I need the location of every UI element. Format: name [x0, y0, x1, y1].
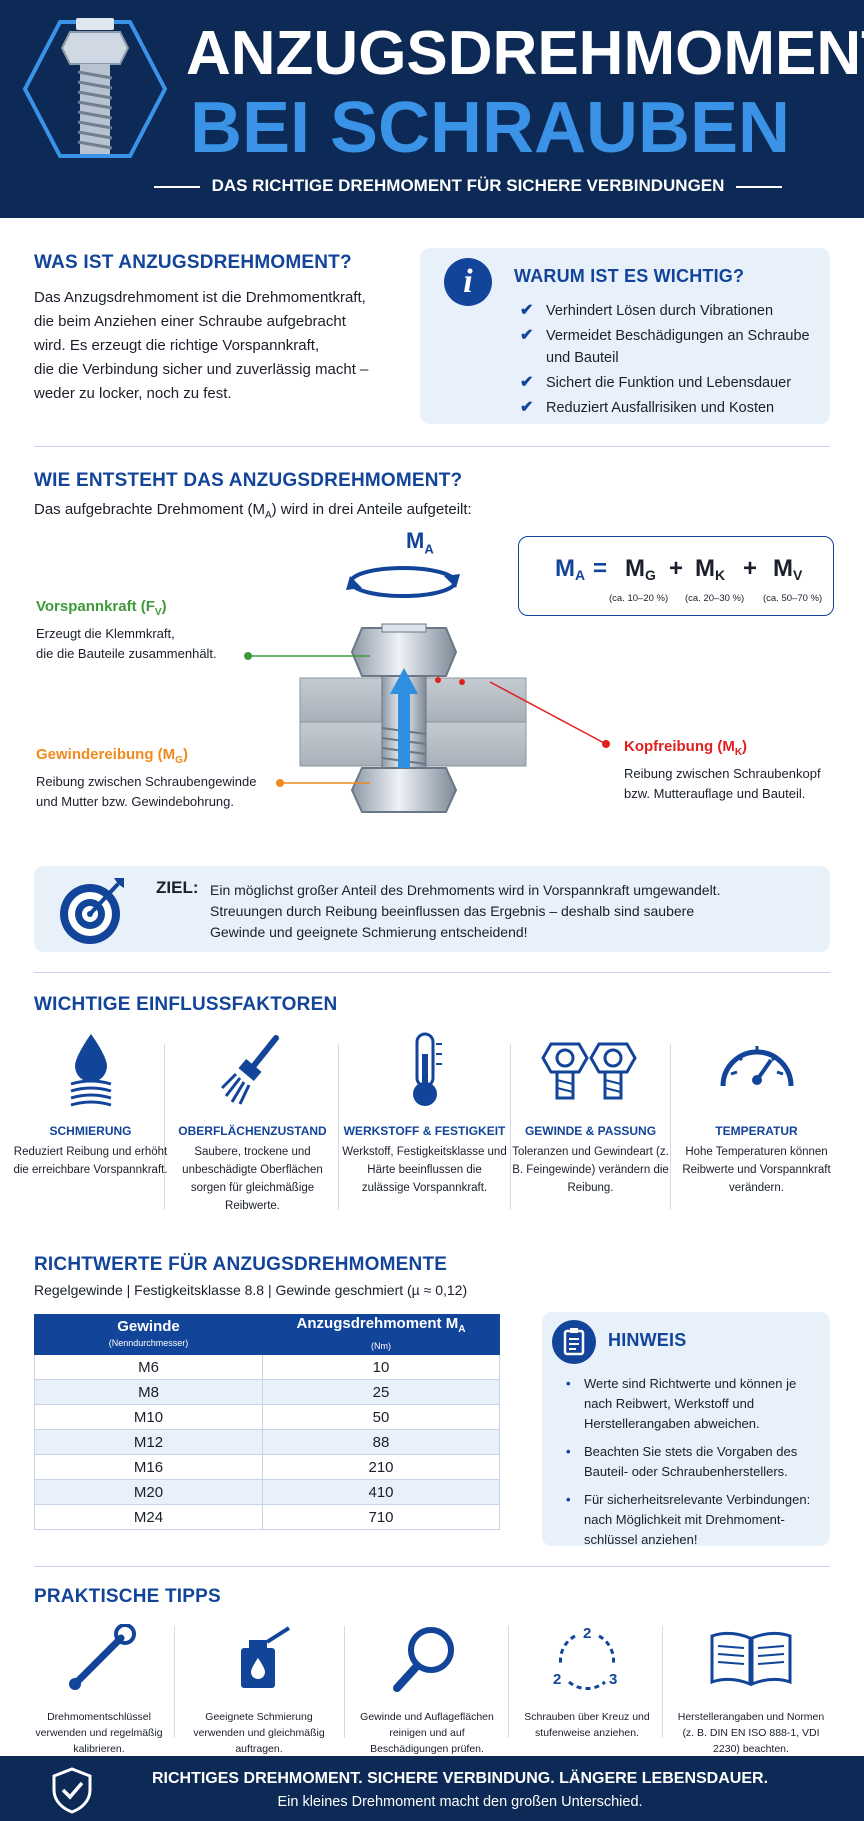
- factor-material: WERKSTOFF & FESTIGKEIT Werkstoff, Festig…: [342, 1030, 507, 1197]
- divider: [34, 1566, 830, 1567]
- factor-lubrication: SCHMIERUNG Reduziert Reibung und erhöht …: [8, 1030, 173, 1179]
- divider: [344, 1626, 345, 1738]
- brush-icon: [220, 1035, 279, 1105]
- torque-label: MA: [406, 528, 434, 557]
- bolt-logo-icon: [22, 18, 168, 158]
- gauge-icon: [720, 1046, 793, 1087]
- formula-term-v: MV: [773, 555, 803, 583]
- hint-list: •Werte sind Richtwerte und können je nac…: [566, 1374, 816, 1558]
- target-icon: [60, 878, 124, 944]
- page-title-line1: ANZUGSDREHMOMENT: [186, 19, 864, 88]
- footer-tagline: Ein kleines Drehmoment macht den großen …: [277, 1794, 643, 1810]
- info-icon: i: [444, 258, 492, 306]
- divider: [508, 1626, 509, 1738]
- factor-temperature: TEMPERATUR Hohe Temperaturen können Reib…: [674, 1030, 839, 1197]
- col-torque-header: Anzugsdrehmoment MA(Nm): [262, 1314, 500, 1355]
- factor-thread-fit: GEWINDE & PASSUNG Toleranzen und Gewinde…: [508, 1030, 673, 1197]
- head-friction-title: Kopfreibung (MK): [624, 738, 748, 758]
- check-icon: ✔: [520, 399, 534, 416]
- check-icon: ✔: [520, 374, 534, 391]
- footer-banner: RICHTIGES DREHMOMENT. SICHERE VERBINDUNG…: [0, 1756, 864, 1821]
- preload-title: Vorspannkraft (FV): [36, 598, 167, 618]
- sequence-cycle-icon: 2 2 3: [553, 1625, 617, 1690]
- why-item: ✔Reduziert Ausfallrisiken und Kosten: [520, 397, 820, 419]
- page-subtitle: DAS RICHTIGE DREHMOMENT FÜR SICHERE VERB…: [138, 176, 798, 196]
- what-heading: WAS IST ANZUGSDREHMOMENT?: [34, 252, 352, 273]
- formula-term-g: MG: [625, 555, 656, 583]
- torque-wrench-icon: [69, 1623, 136, 1690]
- factors-heading: WICHTIGE EINFLUSSFAKTOREN: [34, 994, 338, 1015]
- how-heading: WIE ENTSTEHT DAS ANZUGSDREHMOMENT?: [34, 470, 463, 491]
- divider: [34, 446, 830, 447]
- check-icon: ✔: [520, 302, 534, 319]
- magnifier-icon: [393, 1627, 454, 1692]
- open-book-icon: [710, 1631, 792, 1687]
- divider: [662, 1626, 663, 1738]
- thread-nuts-icon: [540, 1042, 637, 1100]
- head-friction-callout: Kopfreibung (MK) Reibung zwischen Schrau…: [624, 738, 844, 804]
- divider: [34, 972, 830, 973]
- divider: [174, 1626, 175, 1738]
- sequence-step: 2: [553, 1671, 561, 1688]
- divider: [670, 1044, 671, 1210]
- hint-heading: HINWEIS: [608, 1330, 687, 1350]
- hint-item: •Werte sind Richtwerte und können je nac…: [566, 1376, 797, 1431]
- torque-formula-box: MA = MG + MK + MV (ca. 10–20 %) (ca. 20–…: [518, 536, 834, 616]
- tip-torque-wrench: Drehmomentschlüssel verwenden und regelm…: [24, 1623, 174, 1757]
- tip-cleaning: Gewinde und Auflageflächen reinigen und …: [352, 1624, 502, 1757]
- what-text: Das Anzugsdrehmoment ist die Drehmomentk…: [34, 289, 369, 402]
- why-item: ✔Verhindert Lösen durch Vibrationen: [520, 300, 820, 322]
- hint-box: HINWEIS •Werte sind Richtwerte und könne…: [542, 1312, 830, 1547]
- why-item: ✔Sichert die Funktion und Lebensdauer: [520, 372, 820, 394]
- goal-label: ZIEL:: [156, 878, 199, 897]
- callout-lines: [244, 652, 610, 787]
- clipboard-icon: [552, 1320, 596, 1364]
- divider: [164, 1044, 165, 1210]
- sequence-step: 3: [609, 1671, 617, 1688]
- why-list: ✔Verhindert Lösen durch Vibrationen ✔Ver…: [520, 300, 820, 422]
- hint-item: •Für sicherheitsrelevante Verbindungen: …: [566, 1492, 811, 1547]
- shield-check-icon: [52, 1767, 92, 1814]
- tip-crosswise: 2 2 3 Schrauben über Kreuz und stufenwei…: [524, 1625, 650, 1739]
- footer-slogan: RICHTIGES DREHMOMENT. SICHERE VERBINDUNG…: [151, 1770, 769, 1787]
- bolt-joint-diagram: [299, 566, 527, 813]
- table-heading: RICHTWERTE FÜR ANZUGSDREHMOMENTE: [34, 1254, 448, 1275]
- tips-heading: PRAKTISCHE TIPPS: [34, 1586, 221, 1607]
- why-info-box: i WARUM IST ES WICHTIG? ✔Verhindert Löse…: [420, 248, 830, 424]
- thread-friction-callout: Gewindereibung (MG) Reibung zwischen Sch…: [36, 746, 296, 812]
- formula-term-k: MK: [695, 555, 726, 583]
- tip-lubrication: Geeignete Schmierung verwenden und gleic…: [184, 1624, 334, 1757]
- goal-text: Ein möglichst großer Anteil des Drehmome…: [210, 882, 721, 940]
- thermometer-icon: [412, 1032, 442, 1106]
- hint-item: •Beachten Sie stets die Vorgaben des Bau…: [566, 1444, 798, 1479]
- sequence-step: 2: [583, 1625, 591, 1642]
- lubrication-drop-icon: [70, 1034, 111, 1107]
- formula-lhs: MA: [555, 555, 586, 583]
- tip-standards: Herstellerangaben und Normen (z. B. DIN …: [676, 1624, 826, 1757]
- why-item: ✔Vermeidet Beschädigungen an Schraube un…: [520, 327, 810, 366]
- goal-box: ZIEL: Ein möglichst großer Anteil des Dr…: [34, 866, 830, 952]
- why-heading: WARUM IST ES WICHTIG?: [514, 266, 745, 286]
- check-icon: ✔: [520, 327, 534, 344]
- preload-callout: Vorspannkraft (FV) Erzeugt die Klemmkraf…: [36, 598, 276, 664]
- page-title-line2: BEI SCHRAUBEN: [190, 88, 791, 168]
- col-thread-header: Gewinde(Nenndurchmesser): [34, 1314, 263, 1355]
- table-subheading: Regelgewinde | Festigkeitsklasse 8.8 | G…: [34, 1282, 468, 1298]
- divider: [338, 1044, 339, 1210]
- oil-can-icon: [241, 1626, 291, 1688]
- header-banner: ANZUGSDREHMOMENT BEI SCHRAUBEN DAS RICHT…: [0, 0, 864, 218]
- thread-friction-title: Gewindereibung (MG): [36, 746, 188, 766]
- how-intro: Das aufgebrachte Drehmoment (MA) wird in…: [34, 501, 472, 521]
- divider: [510, 1044, 511, 1210]
- factor-surface: OBERFLÄCHENZUSTAND Saubere, trockene und…: [170, 1030, 335, 1215]
- torque-table: Gewinde(Nenndurchmesser) Anzugsdrehmomen…: [34, 1314, 500, 1530]
